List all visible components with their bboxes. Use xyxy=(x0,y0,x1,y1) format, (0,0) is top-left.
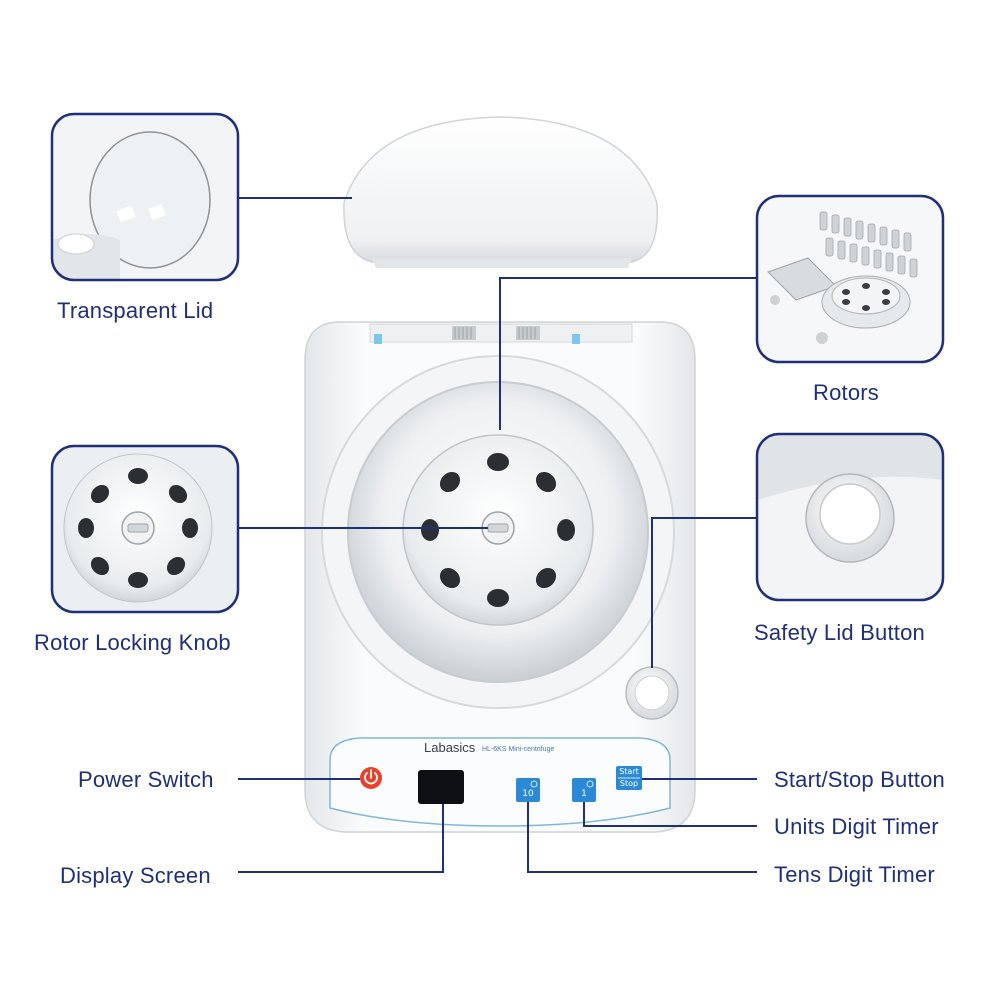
device-model: HL-6KS Mini-centrifuge xyxy=(482,746,555,753)
inset-safety-lid-button xyxy=(755,432,945,602)
units-timer-button[interactable] xyxy=(572,778,596,802)
label-display-screen: Display Screen xyxy=(60,863,211,888)
inset-rotors xyxy=(755,194,945,364)
lid-dome xyxy=(343,116,659,268)
stop-label: Stop xyxy=(619,779,639,788)
inset-rotor-locking-knob xyxy=(50,444,240,614)
label-start-stop-button: Start/Stop Button xyxy=(774,767,945,792)
device-brand: Labasics xyxy=(424,740,476,755)
display-screen xyxy=(418,770,464,804)
power-icon xyxy=(364,769,378,785)
safety-lid-button-body[interactable] xyxy=(625,666,679,720)
timer-icon xyxy=(530,780,538,788)
label-units-digit-timer: Units Digit Timer xyxy=(774,814,939,839)
units-button-label: 1 xyxy=(581,789,587,799)
callout-lines xyxy=(238,197,757,873)
label-safety-lid-button: Safety Lid Button xyxy=(754,620,925,645)
label-power-switch: Power Switch xyxy=(78,767,214,792)
label-tens-digit-timer: Tens Digit Timer xyxy=(774,862,935,887)
tens-button-label: 10 xyxy=(522,789,534,799)
start-label: Start xyxy=(619,767,639,776)
rotor-chamber xyxy=(321,355,675,709)
inset-transparent-lid xyxy=(50,112,240,282)
label-rotor-locking-knob: Rotor Locking Knob xyxy=(34,630,231,655)
label-rotors: Rotors xyxy=(813,380,879,405)
timer-icon xyxy=(586,780,594,788)
label-transparent-lid: Transparent Lid xyxy=(57,298,214,323)
tens-timer-button[interactable] xyxy=(516,778,540,802)
